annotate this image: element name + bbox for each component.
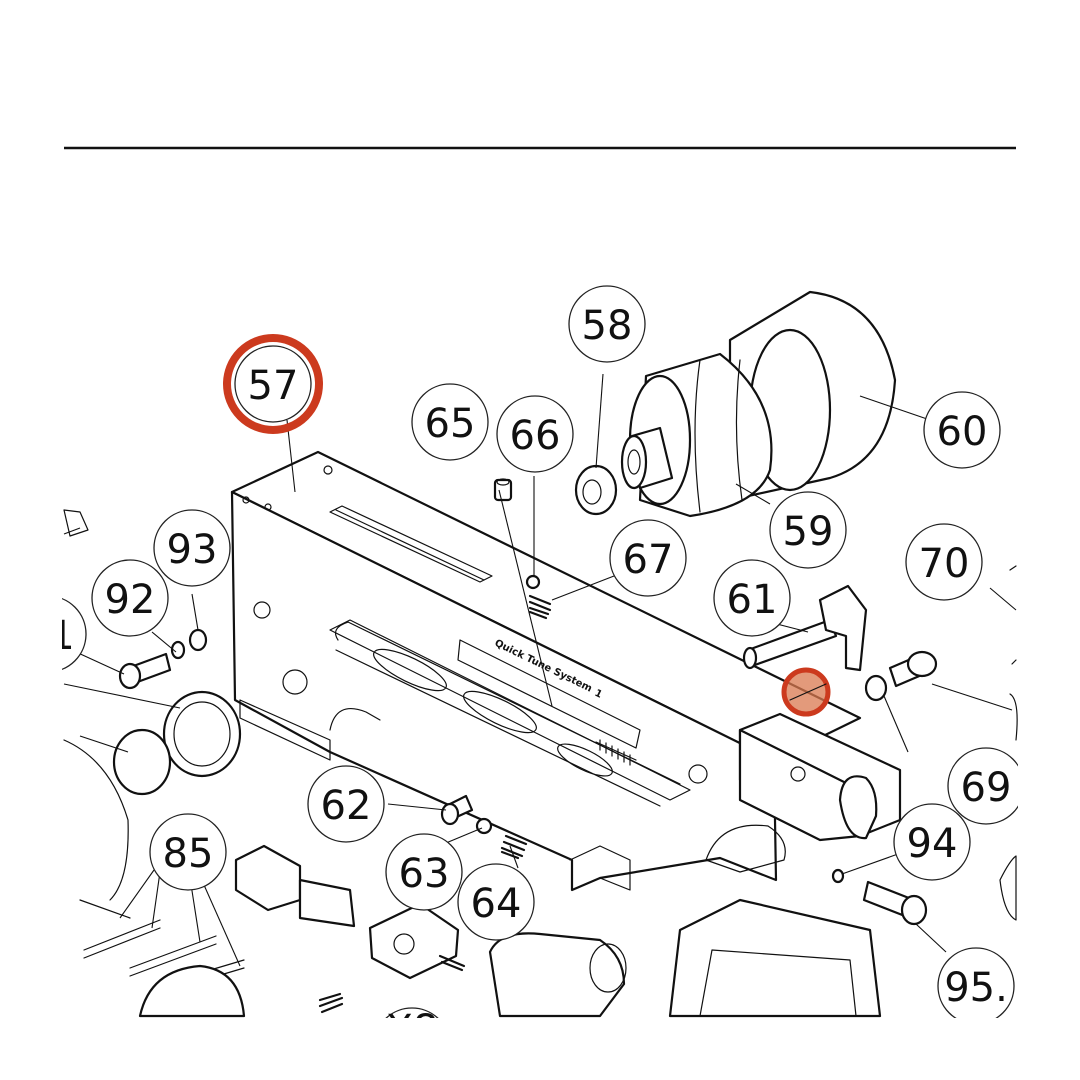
ball-part-63 — [475, 817, 493, 835]
callout-93: 93 — [153, 509, 231, 587]
callout-59-label: 59 — [783, 509, 834, 555]
spring-part-bottom — [318, 992, 344, 1014]
housing-part-bottom — [668, 898, 882, 1018]
callout-58: 58 — [568, 285, 646, 363]
callout-67-label: 67 — [623, 537, 674, 583]
highlight-marker — [781, 667, 831, 717]
callout-63: 63 — [385, 833, 463, 911]
washer-part-94 — [831, 868, 845, 884]
bottom-margin — [0, 1018, 1080, 1080]
callout-94: 94 — [893, 803, 971, 881]
screw-part-95 — [862, 880, 928, 926]
callout-63-label: 63 — [399, 851, 450, 897]
pin-part-61 — [742, 584, 868, 672]
washer-part-92 — [170, 640, 186, 660]
callout-57: 57 — [234, 345, 312, 423]
washer-part-69 — [864, 674, 888, 702]
o-ring-part — [162, 690, 242, 778]
right-margin — [1018, 480, 1080, 1080]
washer-part-93 — [188, 628, 208, 652]
callout-92: 92 — [91, 559, 169, 637]
spring-part-67 — [528, 594, 552, 620]
dial-part — [138, 964, 246, 1018]
callout-85: 85 — [149, 813, 227, 891]
callout-61-label: 61 — [727, 577, 778, 623]
screw-part-62 — [440, 794, 474, 826]
callout-95-label: 95. — [944, 965, 1008, 1011]
callout-62-label: 62 — [321, 783, 372, 829]
screw-part-92 — [118, 652, 172, 690]
callout-66-label: 66 — [510, 413, 561, 459]
left-margin — [0, 480, 62, 1080]
callout-60: 60 — [923, 391, 1001, 469]
callout-61: 61 — [713, 559, 791, 637]
callout-65: 65 — [411, 383, 489, 461]
cap-part-bottom — [488, 932, 627, 1018]
callout-67: 67 — [609, 519, 687, 597]
callout-95: 95. — [937, 947, 1015, 1025]
callout-60-label: 60 — [937, 409, 988, 455]
callout-93-label: 93 — [167, 527, 218, 573]
callout-70: 70 — [905, 523, 983, 601]
callout-94-label: 94 — [907, 821, 958, 867]
highlight-ring-57 — [223, 334, 323, 434]
callout-85-label: 85 — [163, 831, 214, 877]
callout-69-label: 69 — [961, 765, 1012, 811]
screw-part-70 — [888, 650, 938, 688]
callout-92-label: 92 — [105, 577, 156, 623]
scale-mark-engraving: 1 — [593, 688, 604, 701]
callout-70-label: 70 — [919, 541, 970, 587]
bolt-part-65 — [493, 478, 513, 502]
disc-part — [112, 728, 172, 796]
front-block-part — [705, 712, 902, 873]
callout-64-label: 64 — [471, 881, 522, 927]
callout-64: 64 — [457, 863, 535, 941]
callout-59: 59 — [769, 491, 847, 569]
spring-part-64 — [500, 834, 528, 860]
callout-57-label: 57 — [248, 363, 299, 409]
callout-66: 66 — [496, 395, 574, 473]
callout-58-label: 58 — [582, 303, 633, 349]
callout-69: 69 — [947, 747, 1025, 825]
leader-lines — [63, 373, 1017, 967]
callout-62: 62 — [307, 765, 385, 843]
cylinder-assembly-part — [620, 290, 897, 518]
ball-part-66 — [525, 574, 541, 590]
ring-part-58 — [574, 464, 618, 516]
receiver-body-part: Quick Tune System 1 — [230, 450, 862, 892]
callout-65-label: 65 — [425, 401, 476, 447]
shaft-assembly-part — [234, 844, 466, 980]
